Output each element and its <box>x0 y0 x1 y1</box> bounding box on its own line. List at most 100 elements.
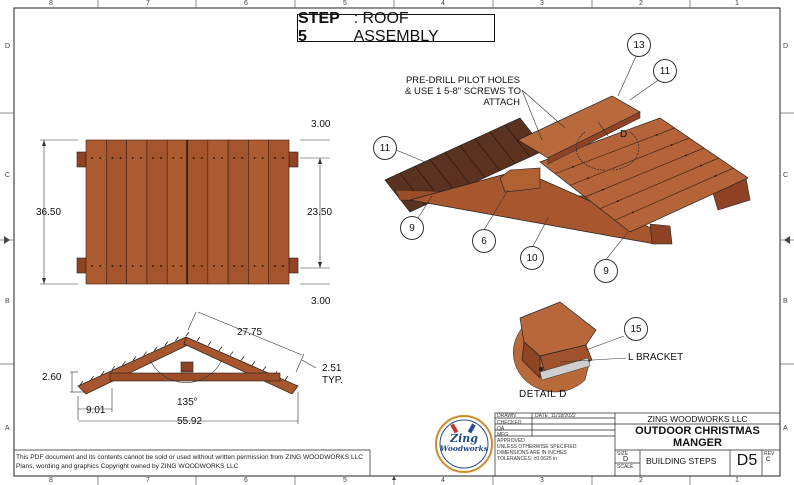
screw-hole <box>221 265 223 267</box>
board-edge <box>251 361 256 366</box>
screw-hole <box>192 265 195 267</box>
title-block-frame <box>14 412 781 477</box>
tb-rev-label: REV <box>764 451 775 457</box>
zone-col-4-bottom: 4 <box>441 477 445 484</box>
roof-board <box>166 139 188 285</box>
tb-drawn-label: DRAWN <box>497 413 516 419</box>
roof-board <box>126 139 148 285</box>
zone-col-5-bottom: 5 <box>343 477 347 484</box>
dim-height: 23.50 <box>307 207 333 218</box>
screw-hole <box>212 265 215 267</box>
screw-hole <box>160 265 163 267</box>
callout-13: 13 <box>627 33 651 57</box>
note-line-3: ATTACH <box>483 97 520 108</box>
board-edge <box>185 331 190 337</box>
callout-10: 10 <box>520 246 544 270</box>
callout-11-right: 11 <box>653 59 677 83</box>
screw-hole <box>91 157 93 159</box>
callout-6: 6 <box>472 229 496 253</box>
board-seam <box>584 147 705 198</box>
note-line-2: & USE 1 5-8" SCREWS TO <box>405 86 521 97</box>
tb-scale-label: SCALE <box>617 464 634 470</box>
roof-board <box>187 139 209 285</box>
tb-size-label: SIZE <box>617 451 629 457</box>
zone-col-3-bottom: 3 <box>540 477 544 484</box>
zone-col-3-top: 3 <box>540 0 544 7</box>
dim-thickness-note: TYP. <box>322 375 343 386</box>
zone-col-1-bottom: 1 <box>735 477 739 484</box>
zone-col-2-bottom: 2 <box>639 477 643 484</box>
tb-drawing-title: BUILDING STEPS <box>646 456 717 466</box>
screw-hole <box>282 265 284 267</box>
dim-overall-width: 55.92 <box>177 416 203 427</box>
detail-label: DETAIL D <box>519 389 567 400</box>
zone-row-b-right: B <box>783 298 788 305</box>
step-title: STEP 5 : ROOF ASSEMBLY <box>297 10 495 45</box>
dim-eave-offset: 9.01 <box>86 405 106 416</box>
zone-col-6-top: 6 <box>244 0 248 7</box>
board-edge <box>153 346 158 351</box>
tb-checked-label: CHECKED <box>497 420 522 426</box>
bracket-label: L BRACKET <box>628 352 684 363</box>
dim-bottom-overhang: 3.00 <box>311 296 331 307</box>
board-edge <box>111 366 116 371</box>
screw-hole <box>241 157 244 159</box>
dim-top-overhang: 3.00 <box>311 119 331 130</box>
tb-qa-label: QA <box>497 426 505 432</box>
roof-board <box>207 139 229 285</box>
zone-col-2-top: 2 <box>639 0 643 7</box>
zone-col-8-bottom: 8 <box>49 477 53 484</box>
iso-view <box>384 53 751 263</box>
dim-thickness: 2.51 <box>322 363 342 374</box>
screw-hole <box>200 265 203 267</box>
board-edge <box>207 341 212 347</box>
screw-hole <box>241 265 244 267</box>
screw-hole <box>180 265 183 267</box>
screw-hole <box>172 157 175 159</box>
zone-row-c-right: C <box>783 172 789 179</box>
copyright-notice: This PDF document and its contents canno… <box>16 453 363 471</box>
board-seam <box>554 127 675 174</box>
screw-hole <box>572 165 574 168</box>
roof-board <box>146 139 168 285</box>
tb-size-value: D <box>623 456 629 463</box>
screw-hole <box>160 157 163 159</box>
detail-d <box>513 301 627 393</box>
screw-hole <box>119 265 122 267</box>
screw-hole <box>172 265 175 267</box>
pilot-hole-note: PRE-DRILL PILOT HOLES & USE 1 5-8" SCREW… <box>405 75 521 108</box>
zone-col-7-bottom: 7 <box>146 477 150 484</box>
screw-hole <box>131 157 134 159</box>
tb-project-line-2: MANGER <box>673 437 722 449</box>
tol-line-1: UNLESS OTHERWISE SPECIFIED: <box>497 444 578 450</box>
board-edge <box>100 370 105 376</box>
screw-hole <box>192 157 195 159</box>
tb-date-label: DATE <box>535 413 548 419</box>
logo-text-zing: Zing <box>450 432 478 445</box>
screw-hole <box>139 265 142 267</box>
tol-line-3: TOLERANCES: ±0.0625 in <box>497 456 557 462</box>
dim-eave-height: 2.60 <box>42 372 62 383</box>
zone-row-c-left: C <box>5 172 11 179</box>
tb-tolerance-note: UNLESS OTHERWISE SPECIFIED: DIMENSIONS A… <box>497 444 578 462</box>
sheet-border <box>13 7 781 477</box>
screw-hole <box>139 157 142 159</box>
zone-col-7-top: 7 <box>146 0 150 7</box>
tb-rev-value: C <box>766 457 771 463</box>
screw-hole <box>714 174 717 177</box>
zone-row-b-left: B <box>5 298 10 305</box>
step-number: STEP 5 <box>298 10 340 45</box>
roof-board <box>85 139 107 285</box>
zone-row-a-left: A <box>5 425 10 432</box>
front-view <box>70 311 317 424</box>
screw-hole <box>601 188 604 191</box>
copyright-line-2: Plans, wording and graphics Copyright ow… <box>16 463 239 470</box>
zone-row-a-right: A <box>783 425 788 432</box>
callout-11-left: 11 <box>373 136 397 160</box>
screw-hole <box>699 164 702 167</box>
zone-row-d-right: D <box>783 43 789 50</box>
zone-col-5-top: 5 <box>343 0 347 7</box>
dim-width: 36.50 <box>36 207 62 218</box>
board-seam <box>429 159 456 192</box>
board-seam <box>474 138 501 171</box>
